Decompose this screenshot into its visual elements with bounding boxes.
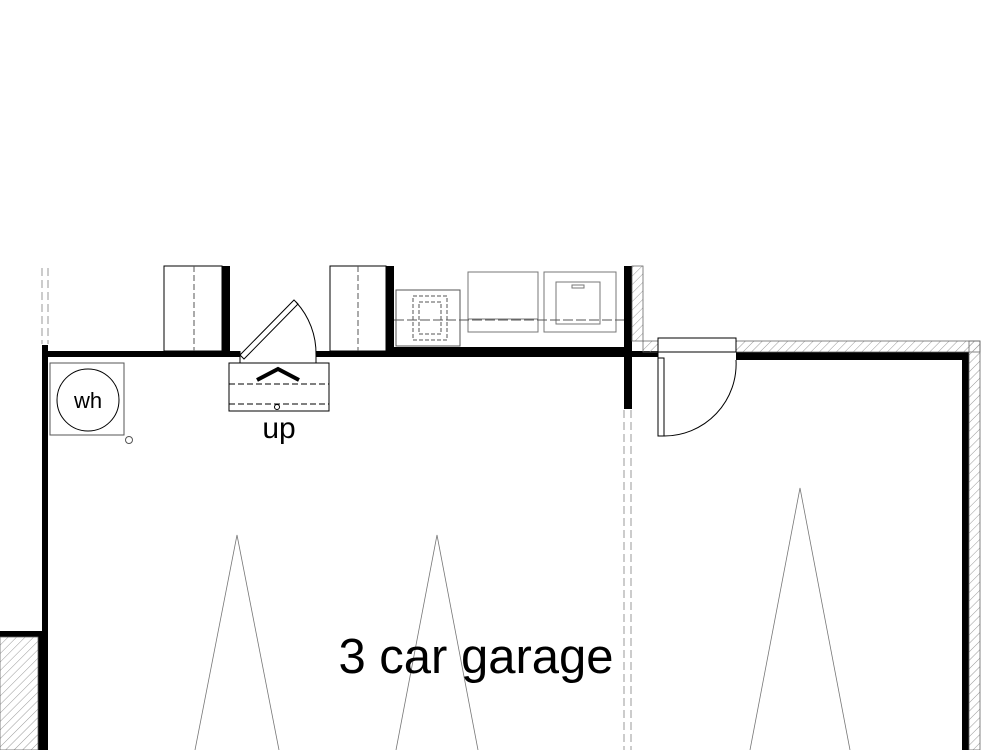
bay-divider: [623, 410, 632, 750]
car-mark-2: [395, 534, 479, 750]
car-mark-1: [194, 534, 280, 750]
parking-marks: [194, 487, 851, 750]
stairs: [228, 362, 330, 412]
car-mark-3: [749, 487, 851, 750]
water-heater: [49, 362, 133, 444]
room-label: 3 car garage: [338, 630, 613, 684]
laundry-sink: [395, 289, 461, 347]
upper-left-partition: [41, 268, 49, 344]
stair-door: [239, 299, 317, 364]
stairs-label: up: [262, 412, 295, 445]
closet-left: [163, 265, 223, 352]
washer: [467, 271, 539, 333]
garage-entry-door: [657, 337, 737, 437]
exterior-walls: [0, 266, 969, 750]
exterior-hatch: [0, 265, 981, 750]
water-heater-label: wh: [73, 388, 102, 413]
closet-right: [329, 265, 387, 352]
dryer: [543, 271, 617, 333]
